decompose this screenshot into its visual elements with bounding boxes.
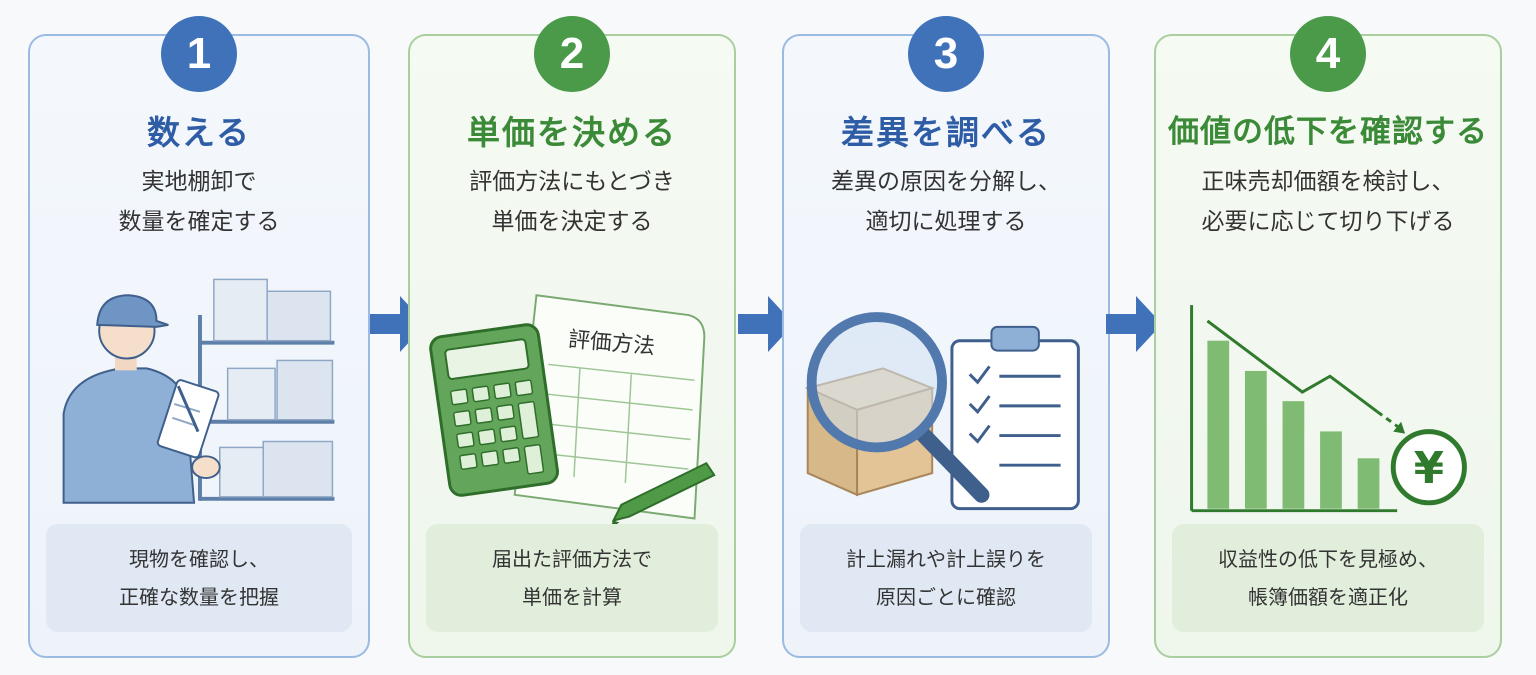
arrow-right-icon <box>738 296 794 352</box>
step-description-line: 数量を確定する <box>118 209 280 235</box>
arrow-head-icon <box>1393 421 1406 434</box>
step-title: 単価を決める <box>467 113 677 152</box>
chart-axes <box>1190 305 1398 513</box>
yen-symbol: ¥ <box>1414 444 1444 494</box>
step-note-line: 正確な数量を把握 <box>119 585 279 609</box>
arrow-right-icon <box>1106 296 1162 352</box>
worker-icon <box>62 294 221 504</box>
step-description-line: 必要に応じて切り下げる <box>1201 209 1455 235</box>
chart-bar <box>1320 431 1342 509</box>
document-icon: 評価方法 <box>513 294 706 520</box>
magnifier-checklist-illustration <box>804 312 1080 511</box>
step-note: 計上漏れや計上誤りを 原因ごとに確認 <box>800 524 1092 632</box>
step-note-line: 帳簿価額を適正化 <box>1248 585 1408 609</box>
step-card-4: 4 価値の低下を確認する 正味売却価額を検討し、 必要に応じて切り下げる ¥ 収… <box>1154 16 1502 658</box>
clipboard-checklist-icon <box>950 325 1080 511</box>
step-title: 価値の低下を確認する <box>1168 114 1488 150</box>
calculator-document-illustration: 評価方法 <box>429 294 716 529</box>
step-number-badge: 4 <box>1290 16 1366 92</box>
step-description-line: 評価方法にもとづき <box>469 169 675 195</box>
chart-bar <box>1357 458 1380 509</box>
step-note-line: 計上漏れや計上誤りを <box>846 547 1046 571</box>
magnifying-glass-icon <box>806 312 990 503</box>
step-card-3: 3 差異を調べる 差異の原因を分解し、 適切に処理する 計上漏れや計上誤りを <box>782 16 1110 658</box>
step-note: 現物を確認し、 正確な数量を把握 <box>46 524 352 632</box>
chart-bar <box>1244 370 1267 509</box>
step-description: 正味売却価額を検討し、 必要に応じて切り下げる <box>1156 162 1500 242</box>
bar-series <box>1207 340 1380 509</box>
calculator-icon <box>429 323 559 497</box>
step-note-line: 収益性の低下を見極め、 <box>1218 547 1438 571</box>
step-description-line: 差異の原因を分解し、 <box>831 169 1061 195</box>
step-number-badge: 2 <box>534 16 610 92</box>
box-icon <box>213 278 334 498</box>
trend-dashed-line <box>1376 410 1401 429</box>
step-number-badge: 3 <box>908 16 984 92</box>
step-description: 評価方法にもとづき 単価を決定する <box>410 162 734 242</box>
step-note-line: 届出た評価方法で <box>492 547 652 571</box>
step-title: 差異を調べる <box>841 113 1051 152</box>
chart-bar <box>1282 401 1305 509</box>
worker-counting-boxes-illustration <box>62 278 335 504</box>
step-description: 実地棚卸で 数量を確定する <box>30 162 368 242</box>
step-description-line: 単価を決定する <box>491 209 653 235</box>
step-note-line: 単価を計算 <box>522 585 622 609</box>
step-number-badge: 1 <box>161 16 237 92</box>
step-card-1: 1 数える 実地棚卸で 数量を確定する <box>28 16 370 658</box>
step-note: 届出た評価方法で 単価を計算 <box>426 524 718 632</box>
chart-bar <box>1207 340 1230 509</box>
step-description-line: 適切に処理する <box>865 209 1027 235</box>
step-description-line: 正味売却価額を検討し、 <box>1201 169 1455 195</box>
step-description: 差異の原因を分解し、 適切に処理する <box>784 162 1108 242</box>
step-description-line: 実地棚卸で <box>141 169 257 195</box>
step-note: 収益性の低下を見極め、 帳簿価額を適正化 <box>1172 524 1484 632</box>
step-note-line: 現物を確認し、 <box>129 547 269 571</box>
step-card-2: 2 単価を決める 評価方法にもとづき 単価を決定する 評価方法 <box>408 16 736 658</box>
step-title: 数える <box>146 113 251 152</box>
yen-coin-icon: ¥ <box>1390 429 1467 506</box>
trend-line <box>1206 319 1379 414</box>
step-note-line: 原因ごとに確認 <box>876 585 1016 609</box>
declining-value-chart-illustration: ¥ <box>1190 305 1467 513</box>
